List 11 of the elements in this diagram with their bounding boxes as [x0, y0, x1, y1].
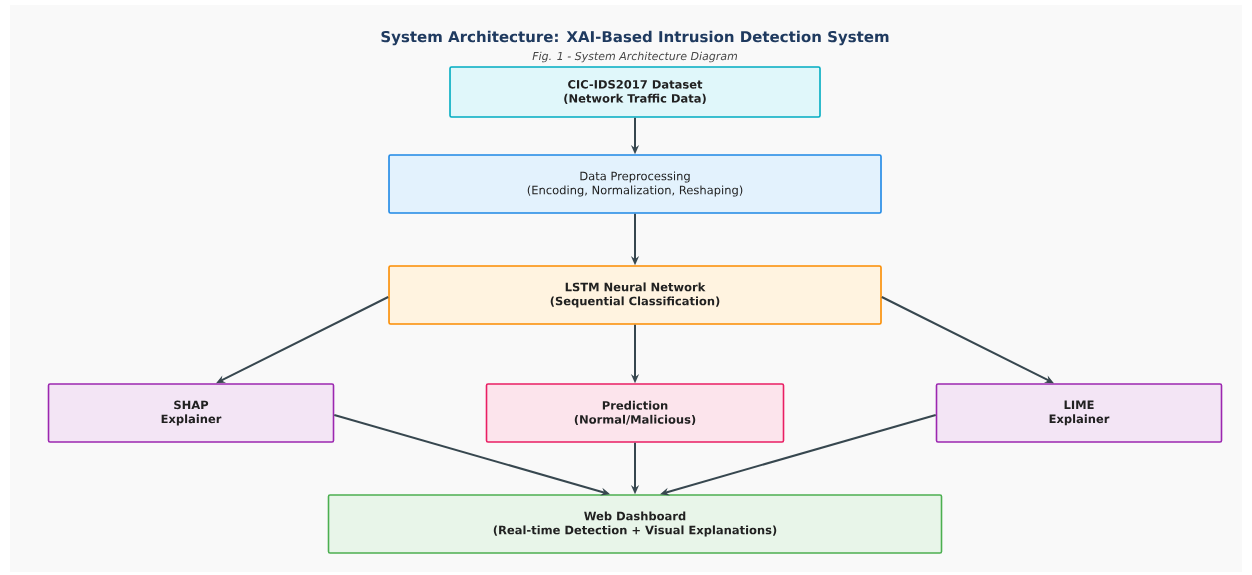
- arrow: [216, 296, 390, 384]
- arrow: [880, 296, 1054, 384]
- process-box: SHAP Explainer: [47, 383, 335, 443]
- process-box: Data Preprocessing (Encoding, Normalization, Reshaping): [388, 154, 882, 214]
- process-box: LSTM Neural Network (Sequential Classification): [388, 265, 882, 325]
- caption: Fig. 1 - System Architecture Diagram: [532, 51, 738, 63]
- process-box: CIC-IDS2017 Dataset (Network Traffic Data): [449, 66, 821, 118]
- title: System Architecture: XAI-Based Intrusion Detection System: [381, 30, 889, 46]
- process-box: Web Dashboard (Real-time Detection + Visual Explanations): [327, 494, 943, 554]
- process-box: Prediction (Normal/Malicious): [485, 383, 785, 443]
- process-box: LIME Explainer: [935, 383, 1223, 443]
